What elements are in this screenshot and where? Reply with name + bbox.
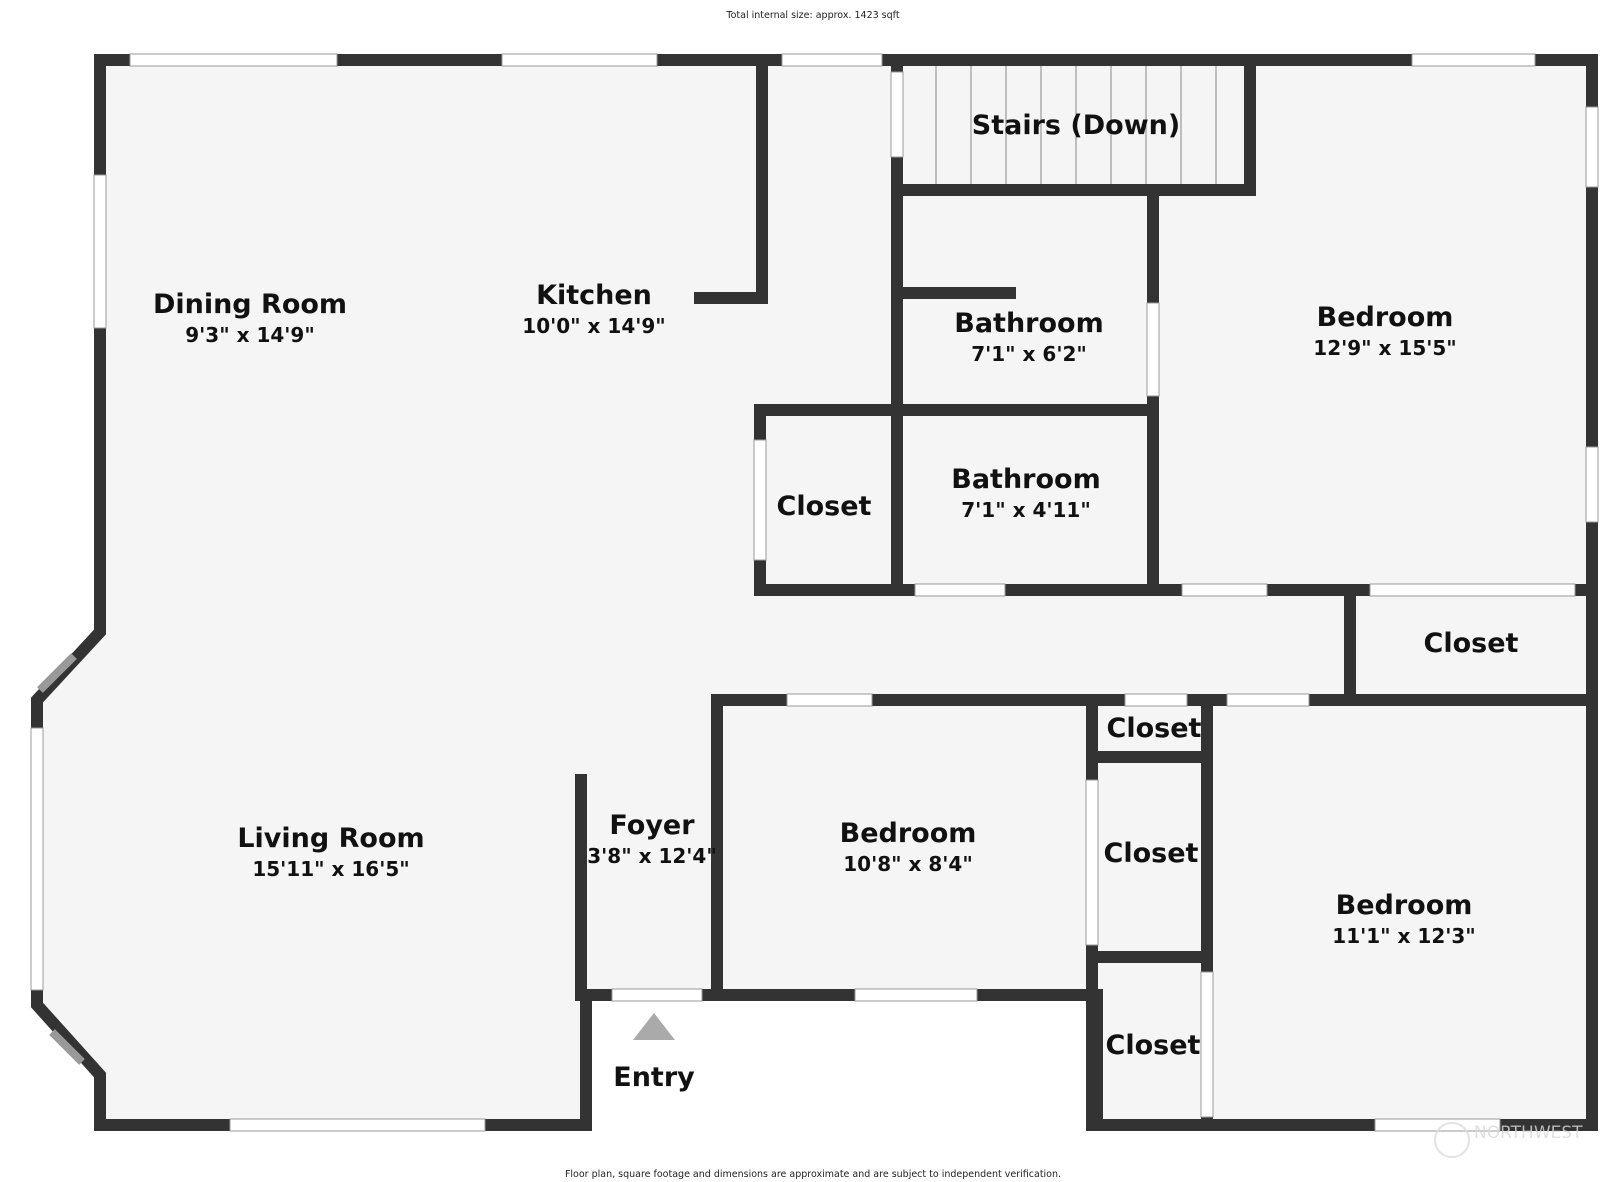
closet-right-name: Closet <box>1424 628 1519 659</box>
entry-arrow-icon <box>633 1013 675 1040</box>
room-labels: Dining Room 9'3" x 14'9" Kitchen 10'0" x… <box>153 110 1519 1093</box>
kitchen-partition-wall <box>694 54 768 304</box>
entry-label: Entry <box>613 1062 695 1093</box>
door-bath2 <box>914 583 1006 597</box>
disclaimer-note: Floor plan, square footage and dimension… <box>565 1169 1061 1180</box>
foyer-name: Foyer <box>609 810 695 841</box>
door-stairs <box>890 71 904 158</box>
bedroom-1-name: Bedroom <box>1317 302 1454 333</box>
kitchen-name: Kitchen <box>536 280 652 311</box>
window-kitchen-top <box>501 53 658 67</box>
dining-room-dims: 9'3" x 14'9" <box>185 323 315 347</box>
door-closet-hall <box>753 439 767 561</box>
bathroom-2-dims: 7'1" x 4'11" <box>961 498 1091 522</box>
window-bedroom-right-2 <box>1585 446 1599 523</box>
watermark: NORTHWEST <box>1434 1122 1583 1158</box>
bedroom-3-dims: 11'1" x 12'3" <box>1332 924 1475 948</box>
stairs-name: Stairs (Down) <box>972 110 1180 141</box>
door-bed1 <box>1181 583 1268 597</box>
window-dining-left <box>93 174 107 329</box>
windows <box>30 53 1599 1132</box>
bedroom-2-name: Bedroom <box>840 818 977 849</box>
bedroom-3-name: Bedroom <box>1336 890 1473 921</box>
exterior-wall <box>31 54 1598 1131</box>
dining-room-name: Dining Room <box>153 289 347 320</box>
window-dining-top <box>129 53 338 67</box>
bedroom-1-dims: 12'9" x 15'5" <box>1313 336 1456 360</box>
window-kitchen-top-2 <box>781 53 883 67</box>
window-bed2-bottom <box>854 988 978 1002</box>
door-closet-a <box>1124 693 1188 707</box>
door-bath1 <box>1146 302 1160 397</box>
bathroom-2-name: Bathroom <box>951 464 1100 495</box>
window-living-bottom <box>229 1118 486 1132</box>
closet-b-name: Closet <box>1104 838 1199 869</box>
watermark-text: NORTHWEST <box>1474 1123 1583 1143</box>
kitchen-dims: 10'0" x 14'9" <box>522 314 665 338</box>
stairs-enclosure-wall <box>891 54 1256 196</box>
window-bedroom-top <box>1411 53 1536 67</box>
living-room-dims: 15'11" x 16'5" <box>252 857 409 881</box>
stair-treads <box>935 66 1217 184</box>
total-size-note: Total internal size: approx. 1423 sqft <box>725 10 899 21</box>
door-bed2 <box>786 693 873 707</box>
foyer-dims: 3'8" x 12'4" <box>587 844 717 868</box>
living-room-name: Living Room <box>237 823 424 854</box>
bedroom-2-dims: 10'8" x 8'4" <box>843 852 973 876</box>
bathroom-1-name: Bathroom <box>954 308 1103 339</box>
door-foyer-entry <box>611 988 703 1002</box>
closet-a-name: Closet <box>1107 713 1202 744</box>
bathroom-1-dims: 7'1" x 6'2" <box>971 342 1087 366</box>
door-closet-b <box>1085 779 1099 946</box>
door-closet-right <box>1369 583 1576 597</box>
watermark-logo-icon <box>1434 1122 1470 1158</box>
door-bed3 <box>1226 693 1310 707</box>
closet-hall-name: Closet <box>777 491 872 522</box>
walls <box>31 54 1598 1131</box>
closet-c-name: Closet <box>1106 1030 1201 1061</box>
door-closet-c <box>1200 971 1214 1118</box>
window-bedroom-right-1 <box>1585 106 1599 188</box>
window-living-left <box>30 727 44 991</box>
